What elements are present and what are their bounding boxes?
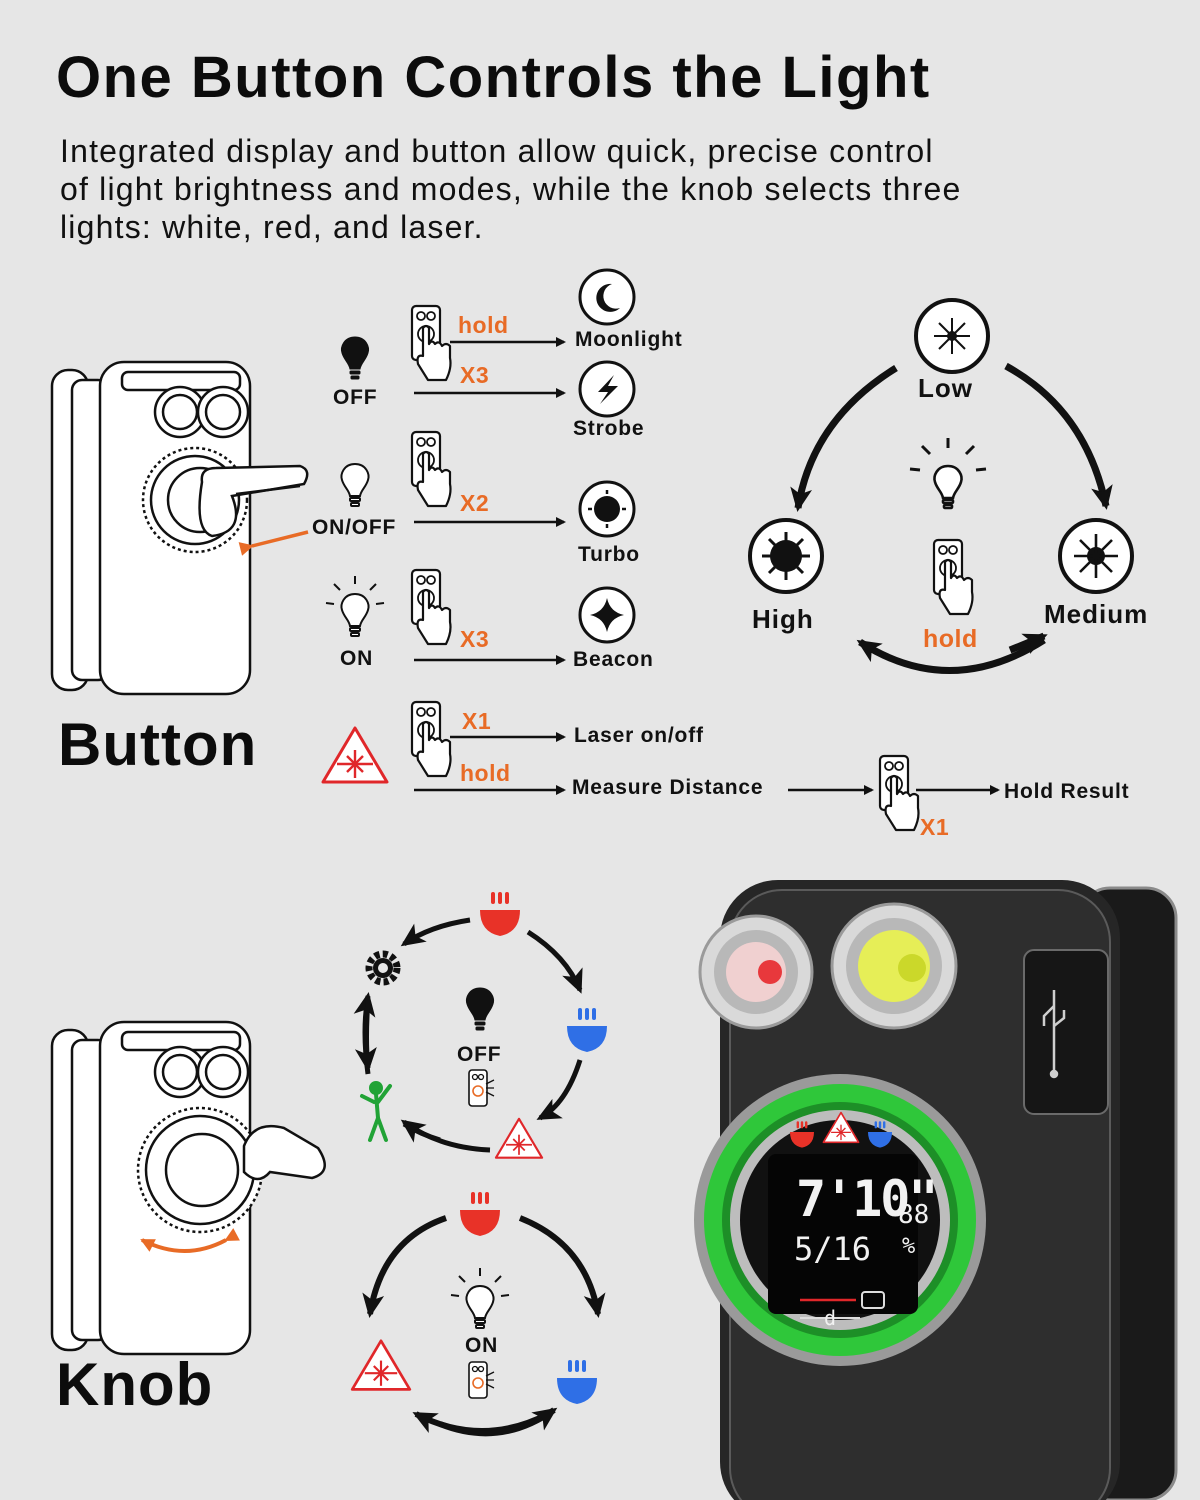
brightness-cycle-arrows xyxy=(790,362,1113,674)
action-x1-label: X1 xyxy=(462,708,492,734)
subtitle-line-2: of light brightness and modes, while the… xyxy=(60,171,962,207)
action-x3-label: X3 xyxy=(460,626,490,652)
action-x3-label: X3 xyxy=(460,362,490,388)
brightness-high-label: High xyxy=(752,604,814,634)
page-subtitle: Integrated display and button allow quic… xyxy=(60,132,1140,246)
mode-measure-label: Measure Distance xyxy=(572,776,764,799)
display-side-digits: 88 xyxy=(898,1200,930,1230)
action-hold-label: hold xyxy=(460,760,511,786)
red-light-icon xyxy=(480,892,520,936)
subtitle-line-1: Integrated display and button allow quic… xyxy=(60,133,934,169)
brightness-low-icon xyxy=(914,298,990,374)
bulb-onoff-icon xyxy=(340,463,370,507)
action-x1-label: X1 xyxy=(920,814,950,840)
press-arrow xyxy=(238,530,309,556)
button-section-label: Button xyxy=(58,711,258,778)
state-on-label: ON xyxy=(340,647,374,670)
display-fraction: 5/16 xyxy=(794,1230,872,1268)
mode-hold-result-label: Hold Result xyxy=(1004,780,1130,803)
brightness-medium-label: Medium xyxy=(1044,599,1149,629)
golf-icon xyxy=(360,1081,392,1142)
page-title: One Button Controls the Light xyxy=(56,45,931,110)
knob-off-label: OFF xyxy=(457,1043,502,1066)
beacon-icon xyxy=(578,586,636,644)
mode-arrows xyxy=(414,337,1000,795)
gear-icon xyxy=(365,950,401,986)
mode-beacon-label: Beacon xyxy=(573,648,654,671)
knob-on-cycle xyxy=(350,1192,606,1437)
mini-button-icon xyxy=(468,1069,495,1107)
red-light-icon xyxy=(460,1192,500,1236)
brightness-hold-label: hold xyxy=(923,625,978,653)
device-photo xyxy=(694,880,1178,1500)
laser-icon xyxy=(494,1117,544,1159)
laser-warning-icon xyxy=(321,726,389,784)
state-onoff-label: ON/OFF xyxy=(312,516,397,539)
state-off-label: OFF xyxy=(333,386,378,409)
button-press-icon xyxy=(878,754,920,832)
mode-turbo-label: Turbo xyxy=(578,543,640,566)
display-scale-label: d xyxy=(824,1306,837,1330)
button-press-icon xyxy=(410,700,452,778)
display-distance: 7'10" xyxy=(796,1170,939,1228)
mode-moonlight-label: Moonlight xyxy=(575,328,683,351)
brightness-low-label: Low xyxy=(918,373,973,403)
mode-laser-label: Laser on/off xyxy=(574,724,704,747)
mini-button-icon xyxy=(468,1361,495,1399)
action-x2-label: X2 xyxy=(460,490,490,516)
strobe-icon xyxy=(578,360,636,418)
knob-on-label: ON xyxy=(465,1334,499,1357)
knob-section-label: Knob xyxy=(56,1351,214,1418)
moonlight-icon xyxy=(578,268,636,326)
brightness-high-icon xyxy=(748,518,824,594)
blue-light-icon xyxy=(557,1360,597,1404)
brightness-medium-icon xyxy=(1058,518,1134,594)
device-illustration-button xyxy=(50,360,309,696)
knob-off-cycle xyxy=(353,892,607,1159)
laser-icon xyxy=(350,1339,412,1391)
subtitle-line-3: lights: white, red, and laser. xyxy=(60,209,484,245)
button-press-icon xyxy=(410,304,452,382)
bulb-on-icon xyxy=(450,1268,510,1329)
display-unit: % xyxy=(902,1234,916,1259)
bulb-on-icon xyxy=(325,576,385,637)
button-press-icon xyxy=(932,538,974,616)
device-illustration-knob xyxy=(50,1020,326,1356)
bulb-off-icon xyxy=(466,987,494,1031)
bulb-off-icon xyxy=(341,336,369,380)
action-hold-label: hold xyxy=(458,312,509,338)
turbo-icon xyxy=(578,480,636,538)
brightness-bulb-icon xyxy=(909,438,987,510)
rotate-arrow xyxy=(140,1228,240,1253)
mode-strobe-label: Strobe xyxy=(573,417,645,440)
button-press-icon xyxy=(410,568,452,646)
button-press-icon xyxy=(410,430,452,508)
blue-light-icon xyxy=(567,1008,607,1052)
